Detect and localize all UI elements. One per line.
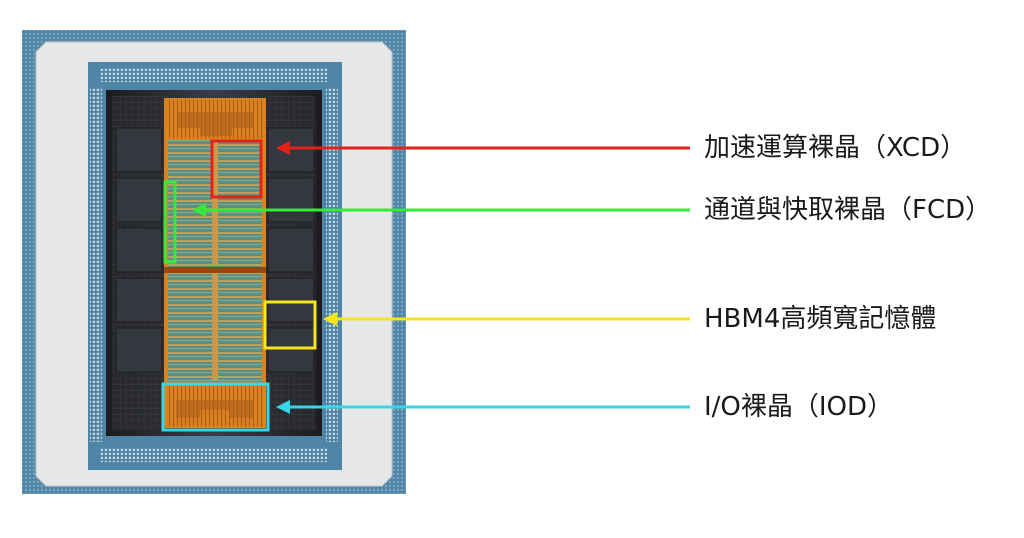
die-complex bbox=[164, 98, 266, 428]
xcd-leader-line bbox=[276, 141, 690, 155]
hbm-stacks bbox=[115, 127, 315, 373]
hbm-leader-line bbox=[323, 312, 690, 326]
fcd-leader-line bbox=[192, 203, 690, 217]
hbm-highlight-box bbox=[263, 300, 317, 350]
xcd-highlight-box bbox=[210, 139, 263, 199]
iod-highlight-box bbox=[161, 382, 270, 432]
xcd-label: 加速運算裸晶（XCD） bbox=[704, 133, 967, 163]
iod-label: I/O裸晶（IOD） bbox=[704, 392, 894, 422]
fcd-highlight-box bbox=[163, 180, 177, 264]
fcd-label: 通道與快取裸晶（FCD） bbox=[704, 195, 992, 225]
hbm-label: HBM4高頻寬記憶體 bbox=[704, 304, 937, 334]
iod-leader-line bbox=[276, 400, 690, 414]
